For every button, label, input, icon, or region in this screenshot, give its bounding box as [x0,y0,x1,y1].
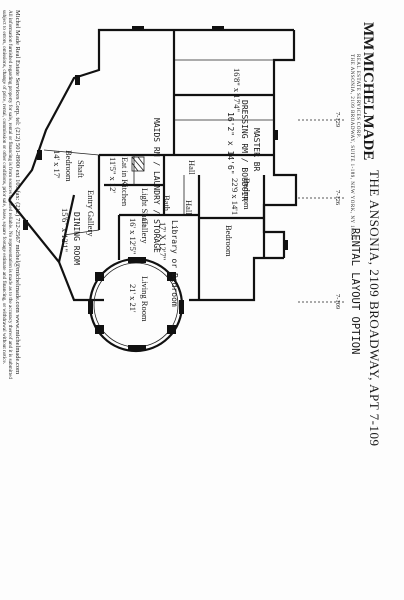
light-shaft-label: Light Shaft [140,188,150,227]
brand-name: MICHELMADE [360,52,376,160]
disclaimer-line-2: subject to errors, omissions, change of … [1,10,8,364]
kitchen-size: 11'5" x 12' [108,157,118,193]
brand-line1: REAL ESTATE SERVICES CORP. [355,54,360,138]
kitchen-label: Eat in Kitchen [120,157,130,207]
bedroom-top-label: Bedroom [242,178,252,210]
shaft-label: Shaft [76,160,86,179]
plan-walls [8,26,344,353]
library-label: Library or Bedroom [170,220,179,307]
dining-room-label: DINING ROOM [72,212,81,265]
page-subtitle: RENTAL LAYOUT OPTION [349,228,361,354]
bedroom-bottom-size: 14' x 17' [52,150,62,179]
unit-label-7-129: 7-129 [334,112,341,127]
brand-line2: THE ANSONIA, 2109 BROADWAY, SUITE 1-189,… [349,54,354,240]
room-left-size: 16'8" x 17'4" [232,68,242,112]
dining-room-size: 15'6" x 12'1" [60,208,70,252]
bath-label: Bath [162,195,172,212]
contact-line: Michel Made Real Estate Services Corp. t… [14,10,21,374]
unit-label-7-126: 7-126 [334,190,341,206]
hall2-label: Hall [184,200,194,215]
disclaimer-line-1: All information furnished regarding prop… [7,10,14,379]
unit-label-7-109: 7-109 [334,294,341,309]
room-labels: 16'8" x 17'4" MASTER BR DRESSING RM / BO… [52,68,261,322]
bedroom-top-size: 22'9 x 14'1 [230,178,240,215]
library-size: 17' X 12'7" [158,222,168,260]
entry-gallery-label: Entry Gallery [86,190,96,237]
maids-room-label: MAIDS RM / LAUNDRY / STORAGE [152,118,161,253]
brand-mark: MM [360,22,376,50]
bedroom-small-label: Bedroom [224,225,234,257]
brand-logo: MM MICHELMADE REAL ESTATE SERVICES CORP.… [349,22,376,240]
hall-label: Hall [187,160,197,175]
living-room-size: 21' x 21' [128,284,138,313]
bedroom-bottom-label: Bedroom [64,150,74,182]
master-br-alt-label: DRESSING RM / BOUDOIR [240,100,249,201]
gallery-label: Gallery [140,218,150,244]
master-br-label: MASTER BR [252,128,261,172]
master-br-size: 16'2" x 14'6" [226,112,235,175]
page-title: THE ANSONIA, 2109 BROADWAY, APT 7-109 [367,170,382,446]
gallery-size: 16' x 12'5" [128,218,138,254]
living-room-label: Living Room [140,276,150,322]
